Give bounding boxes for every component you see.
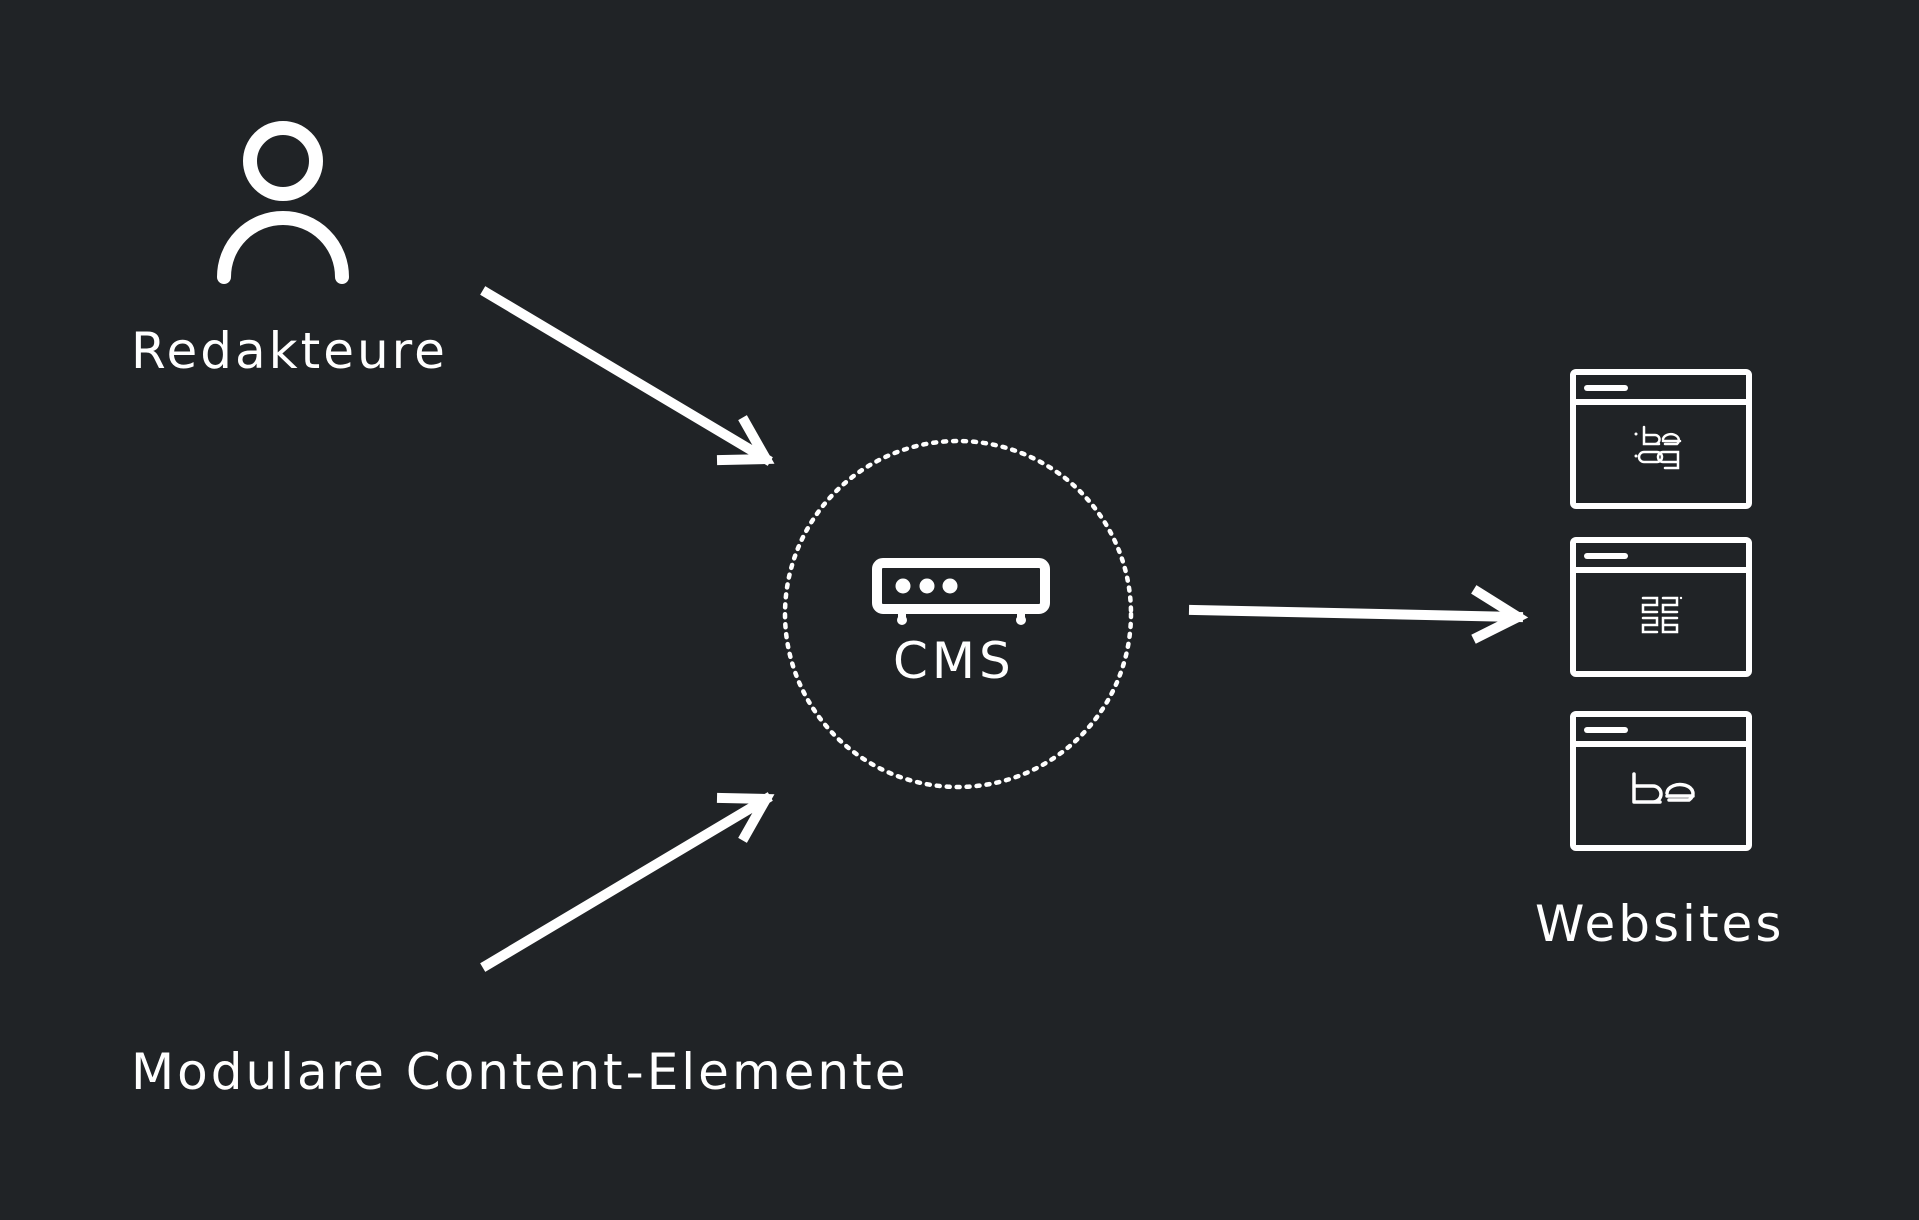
redakteure-label: Redakteure — [131, 322, 448, 380]
be-logo — [1632, 772, 1695, 804]
browser-window-icon — [1570, 537, 1752, 677]
browser-window-icon — [1570, 369, 1752, 509]
22-26-logo — [1641, 596, 1683, 634]
modulare-content-elemente-label: Modulare Content-Elemente — [131, 1043, 909, 1101]
cms-boundary-circle — [782, 438, 1134, 790]
person-icon — [217, 121, 349, 284]
arrow-cms-to-websites — [1188, 585, 1529, 644]
server-icon — [872, 558, 1050, 625]
websites-label: Websites — [1535, 895, 1785, 953]
arrow-redakteure-to-cms — [480, 286, 775, 466]
cms-label: CMS — [893, 632, 1015, 690]
arrow-modulare-to-cms — [480, 792, 775, 972]
be-ag-logo — [1634, 425, 1682, 470]
browser-window-icon — [1570, 711, 1752, 851]
